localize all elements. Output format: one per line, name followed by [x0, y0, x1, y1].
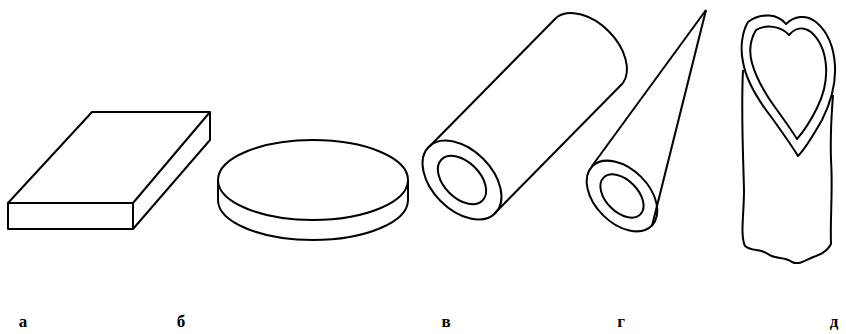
- figure-letter: б: [177, 313, 186, 330]
- figure-letter: в: [441, 313, 450, 330]
- irregular-tube-figure: [742, 15, 835, 263]
- slab-figure: [8, 112, 210, 229]
- cone-figure: [573, 10, 706, 245]
- figure-letter: а: [19, 313, 28, 330]
- figure-letter: д: [830, 313, 839, 330]
- disk-figure: [218, 140, 408, 240]
- figure-letter: г: [617, 313, 625, 330]
- tube-figure: [408, 13, 627, 234]
